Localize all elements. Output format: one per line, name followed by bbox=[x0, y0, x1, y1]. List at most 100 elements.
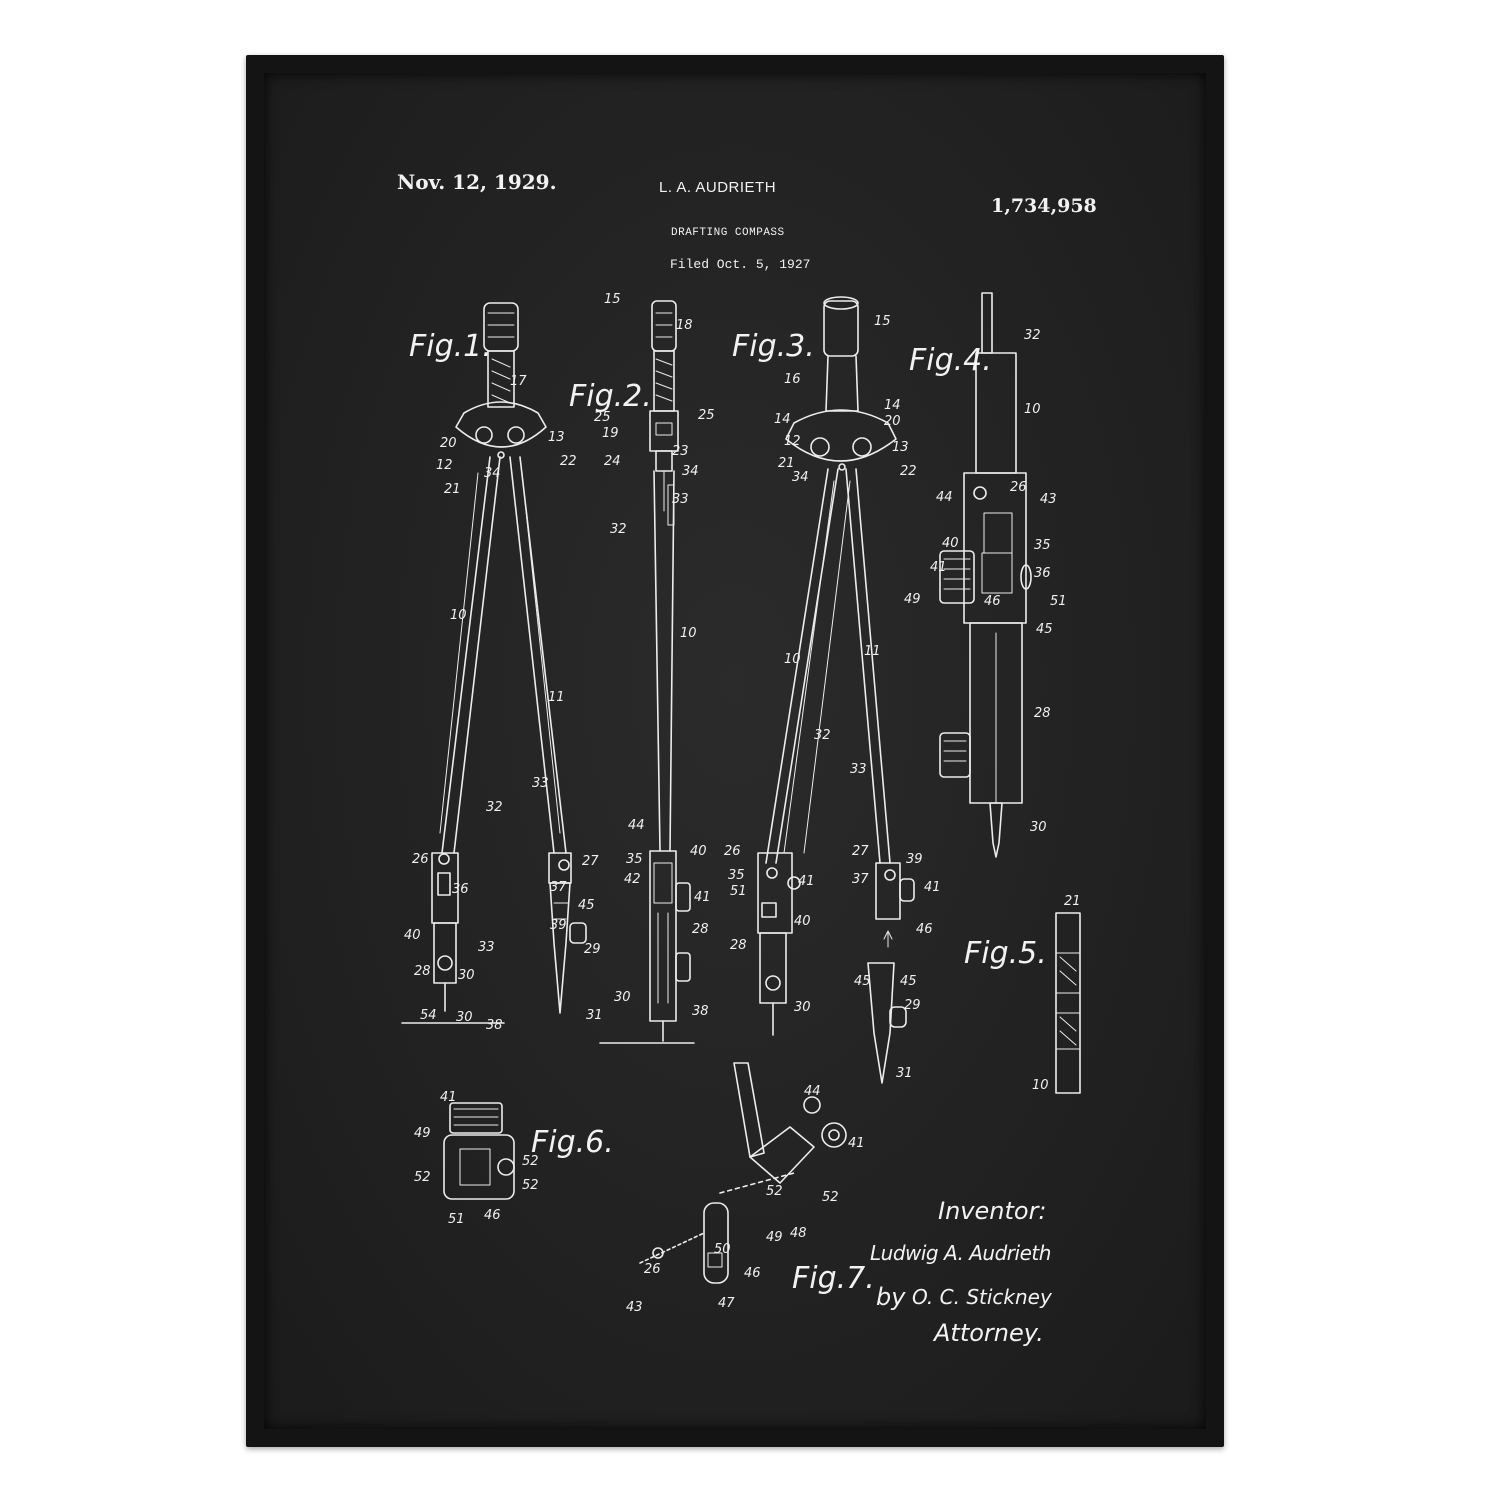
fig3-compass-drawing bbox=[757, 296, 915, 1084]
svg-text:13: 13 bbox=[548, 430, 565, 445]
svg-text:11: 11 bbox=[548, 690, 565, 705]
patent-date: Nov. 12, 1929. bbox=[397, 170, 557, 194]
svg-text:31: 31 bbox=[896, 1066, 913, 1081]
svg-text:40: 40 bbox=[794, 914, 811, 929]
svg-text:45: 45 bbox=[854, 974, 871, 989]
svg-text:35: 35 bbox=[626, 852, 643, 867]
svg-text:23: 23 bbox=[672, 444, 689, 459]
svg-text:41: 41 bbox=[930, 560, 947, 575]
svg-text:52: 52 bbox=[414, 1170, 431, 1185]
svg-text:18: 18 bbox=[676, 318, 693, 333]
svg-text:22: 22 bbox=[560, 454, 577, 469]
svg-text:37: 37 bbox=[852, 872, 869, 887]
svg-text:51: 51 bbox=[448, 1212, 465, 1227]
svg-text:39: 39 bbox=[906, 852, 923, 867]
svg-text:33: 33 bbox=[850, 762, 867, 777]
svg-text:22: 22 bbox=[900, 464, 917, 479]
svg-text:40: 40 bbox=[690, 844, 707, 859]
svg-text:35: 35 bbox=[728, 868, 745, 883]
svg-text:45: 45 bbox=[900, 974, 917, 989]
svg-text:28: 28 bbox=[730, 938, 747, 953]
svg-text:44: 44 bbox=[936, 490, 953, 505]
svg-text:34: 34 bbox=[682, 464, 699, 479]
svg-text:30: 30 bbox=[456, 1010, 473, 1025]
svg-text:10: 10 bbox=[450, 608, 467, 623]
svg-text:25: 25 bbox=[594, 410, 611, 425]
svg-text:13: 13 bbox=[892, 440, 909, 455]
svg-text:34: 34 bbox=[484, 466, 501, 481]
svg-text:39: 39 bbox=[550, 918, 567, 933]
patent-number: 1,734,958 bbox=[991, 195, 1097, 217]
svg-text:10: 10 bbox=[680, 626, 697, 641]
svg-text:21: 21 bbox=[444, 482, 461, 497]
svg-text:10: 10 bbox=[1032, 1078, 1049, 1093]
svg-text:51: 51 bbox=[730, 884, 747, 899]
svg-text:52: 52 bbox=[522, 1178, 539, 1193]
svg-text:36: 36 bbox=[452, 882, 469, 897]
svg-text:52: 52 bbox=[522, 1154, 539, 1169]
svg-text:32: 32 bbox=[486, 800, 503, 815]
svg-text:45: 45 bbox=[1036, 622, 1053, 637]
svg-text:43: 43 bbox=[1040, 492, 1057, 507]
svg-text:10: 10 bbox=[1024, 402, 1041, 417]
fig5-detail-drawing bbox=[1055, 912, 1081, 1094]
inventor-signature: Ludwig A. Audrieth bbox=[870, 1241, 1051, 1265]
svg-text:26: 26 bbox=[644, 1262, 661, 1277]
svg-text:30: 30 bbox=[1030, 820, 1047, 835]
fig2-compass-drawing bbox=[599, 300, 695, 1044]
svg-text:47: 47 bbox=[718, 1296, 735, 1311]
fig7-exploded-drawing bbox=[639, 1062, 847, 1284]
svg-text:45: 45 bbox=[578, 898, 595, 913]
svg-text:26: 26 bbox=[1010, 480, 1027, 495]
svg-text:26: 26 bbox=[724, 844, 741, 859]
svg-text:21: 21 bbox=[1064, 894, 1081, 909]
svg-text:32: 32 bbox=[814, 728, 831, 743]
svg-text:14: 14 bbox=[774, 412, 791, 427]
patent-title: DRAFTING COMPASS bbox=[671, 227, 785, 239]
svg-text:34: 34 bbox=[792, 470, 809, 485]
svg-text:49: 49 bbox=[414, 1126, 431, 1141]
svg-text:20: 20 bbox=[440, 436, 457, 451]
svg-text:49: 49 bbox=[766, 1230, 783, 1245]
svg-text:11: 11 bbox=[864, 644, 881, 659]
svg-text:43: 43 bbox=[626, 1300, 643, 1315]
fig2-label: Fig.2. bbox=[569, 379, 652, 414]
svg-text:20: 20 bbox=[884, 414, 901, 429]
svg-text:38: 38 bbox=[486, 1018, 503, 1033]
svg-text:52: 52 bbox=[822, 1190, 839, 1205]
svg-text:30: 30 bbox=[614, 990, 631, 1005]
svg-text:27: 27 bbox=[582, 854, 599, 869]
attorney-signature: O. C. Stickney bbox=[912, 1285, 1052, 1309]
inventor-label: Inventor: bbox=[938, 1197, 1047, 1225]
svg-text:28: 28 bbox=[414, 964, 431, 979]
svg-text:44: 44 bbox=[804, 1084, 821, 1099]
fig5-label: Fig.5. bbox=[964, 936, 1047, 971]
fig4-label: Fig.4. bbox=[909, 343, 992, 378]
svg-text:15: 15 bbox=[874, 314, 891, 329]
svg-text:32: 32 bbox=[610, 522, 627, 537]
svg-text:30: 30 bbox=[458, 968, 475, 983]
svg-text:54: 54 bbox=[420, 1008, 437, 1023]
svg-text:37: 37 bbox=[550, 880, 567, 895]
svg-text:21: 21 bbox=[778, 456, 795, 471]
svg-text:31: 31 bbox=[586, 1008, 603, 1023]
svg-text:46: 46 bbox=[484, 1208, 501, 1223]
svg-text:46: 46 bbox=[916, 922, 933, 937]
svg-text:33: 33 bbox=[532, 776, 549, 791]
svg-text:50: 50 bbox=[714, 1242, 731, 1257]
svg-text:12: 12 bbox=[436, 458, 453, 473]
svg-text:28: 28 bbox=[1034, 706, 1051, 721]
svg-text:51: 51 bbox=[1050, 594, 1067, 609]
svg-text:35: 35 bbox=[1034, 538, 1051, 553]
fig4-detail-drawing bbox=[939, 292, 1032, 858]
svg-text:44: 44 bbox=[628, 818, 645, 833]
svg-text:19: 19 bbox=[602, 426, 619, 441]
fig1-compass-drawing bbox=[401, 302, 587, 1024]
fig3-label: Fig.3. bbox=[732, 329, 815, 364]
svg-text:29: 29 bbox=[904, 998, 921, 1013]
svg-text:41: 41 bbox=[694, 890, 711, 905]
poster-frame: Nov. 12, 1929. L. A. AUDRIETH 1,734,958 … bbox=[246, 55, 1224, 1447]
svg-text:25: 25 bbox=[698, 408, 715, 423]
